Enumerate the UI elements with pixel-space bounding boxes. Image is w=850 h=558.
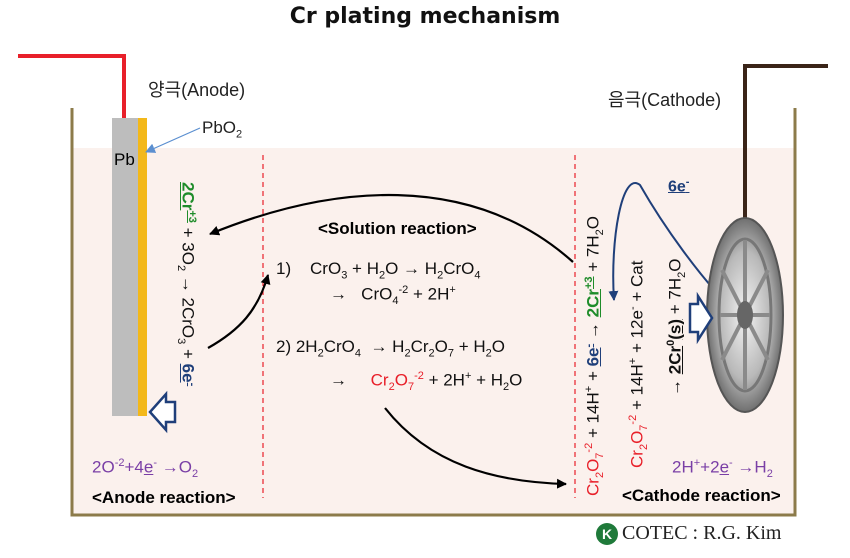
cathode-reaction: 2H++2e- →H2 — [672, 457, 773, 481]
cathode-equation-1: Cr2O7-2 + 14H+ + 6e- → 2Cr+3 + 7H2O — [583, 215, 607, 496]
page-title: Cr plating mechanism — [289, 4, 561, 29]
anode-wire — [18, 54, 126, 118]
cathode-equation-3: → 2Cr0(s) + 7H2O — [665, 258, 689, 396]
cotec-logo-icon: K — [596, 523, 618, 545]
pbo2-layer — [138, 118, 147, 416]
electron-arrow — [608, 182, 746, 323]
solution-reaction-2-line-2: → Cr2O7-2 + 2H+ + H2O — [330, 370, 523, 394]
footer-credit: COTEC : R.G. Kim — [622, 522, 782, 544]
pbo2-pointer — [145, 127, 201, 153]
pb-label: Pb — [114, 150, 135, 169]
cathode-hollow-arrow — [688, 291, 714, 345]
arrow-to-solution — [207, 274, 271, 349]
anode-equation: 2Cr+3 + 3O2 → 2CrO3 + 6e- — [174, 182, 198, 387]
anode-label: 양극(Anode) — [148, 80, 246, 100]
solution-reaction-2-line-1: 2) 2H2CrO4 → H2Cr2O7 + H2O — [276, 337, 506, 360]
cathode-label: 음극(Cathode) — [608, 90, 722, 110]
cathode-equation-2: Cr2O7-2 + 14H+ + 12e- + Cat — [627, 260, 651, 468]
cathode-section-label: <Cathode reaction> — [622, 486, 781, 505]
solution-reaction-1-line-2: → CrO4-2 + 2H+ — [330, 284, 456, 308]
tank — [70, 108, 797, 517]
solution-reaction-1-line-1: 1) CrO3 + H2O → H2CrO4 — [276, 259, 481, 282]
arrow-to-anode — [209, 193, 574, 263]
cathode-electron-label: 6e- — [668, 176, 690, 196]
anode-section-label: <Anode reaction> — [92, 488, 236, 507]
anode-reaction: 2O-2+4e- →O2 — [92, 457, 199, 481]
wheel-image — [706, 217, 784, 413]
arrow-to-cathode — [384, 407, 567, 489]
pb-electrode — [112, 118, 138, 416]
anode-hollow-arrow — [148, 390, 177, 434]
pbo2-label: PbO2 — [202, 118, 243, 141]
solution-section-label: <Solution reaction> — [318, 219, 477, 238]
cathode-wire — [743, 64, 828, 222]
